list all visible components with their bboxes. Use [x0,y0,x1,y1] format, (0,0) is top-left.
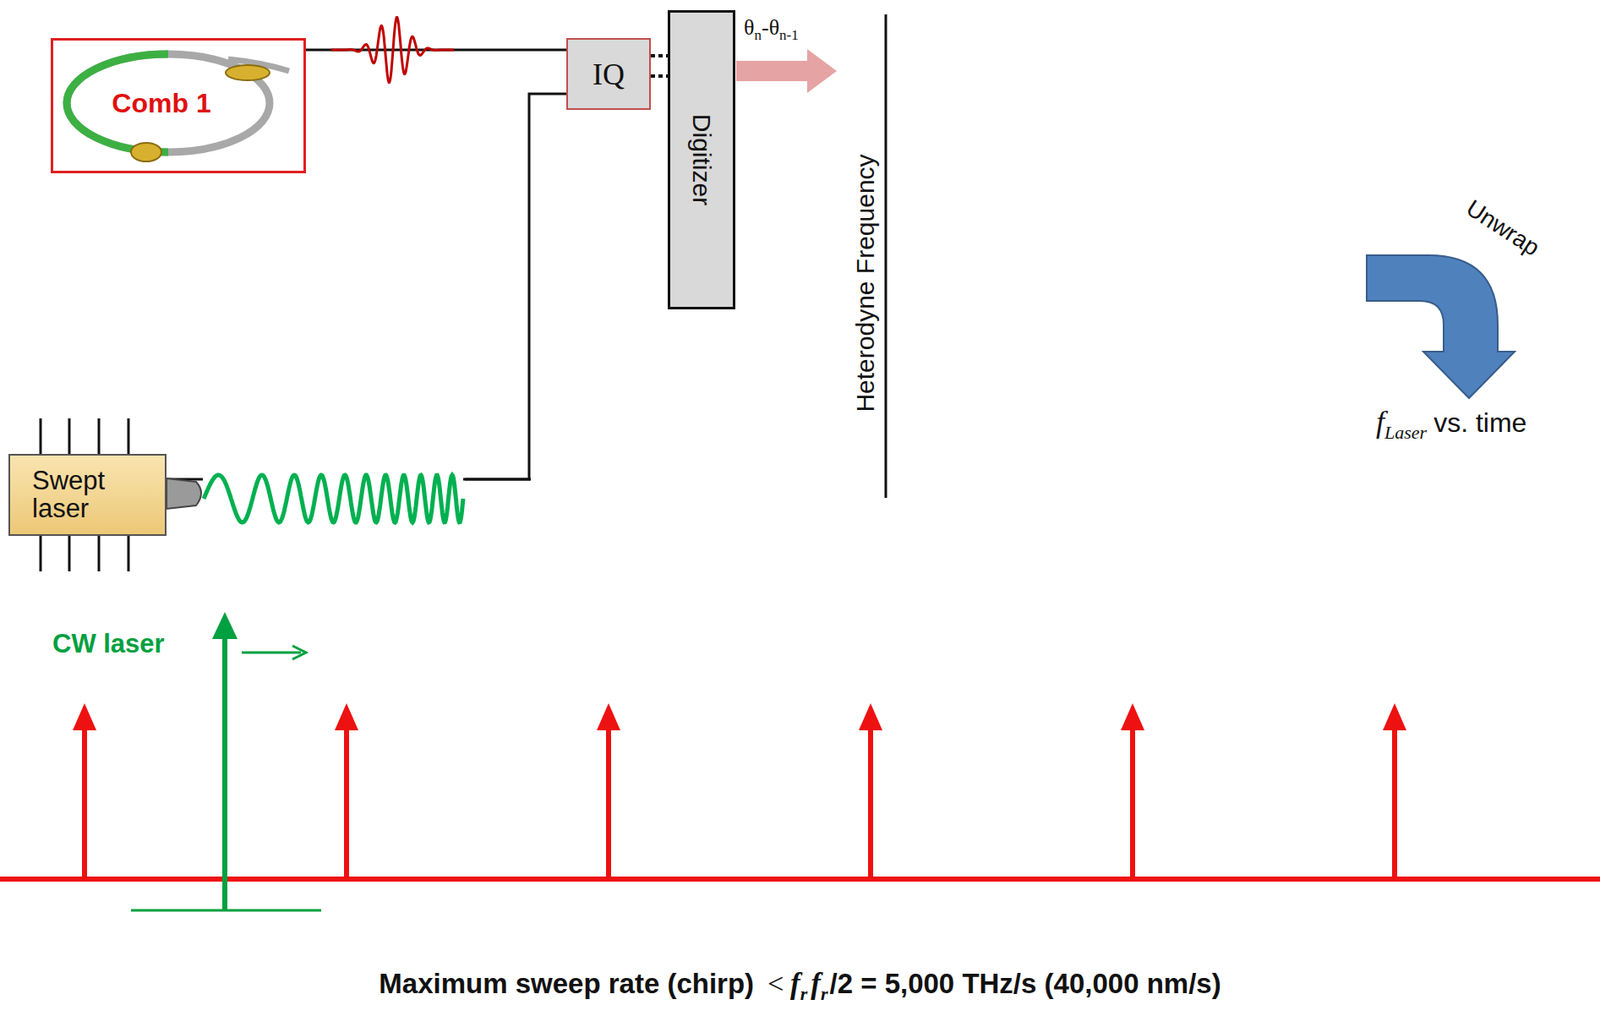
label-text: r [820,982,829,1005]
laser-box: Swept laser [8,453,167,536]
unwrap-arrow [1366,255,1515,399]
chirped-wave [203,475,464,523]
unwrap-label: Unwrap [1461,194,1545,262]
axis-title: Heterodyne Frequency [851,153,880,412]
digitizer-box: Digitizer [667,10,736,310]
label-text: /2 = 5,000 THz/s (40,000 nm/s) [830,967,1222,1000]
node-label: IQ [592,56,625,93]
label-text: θ [743,15,754,41]
label-text: Heterodyne Frequency [851,153,880,412]
isolator [131,142,162,162]
cw-laser-label: CW laser [52,628,165,660]
label-text: -θ [761,15,780,41]
fiber-loop [66,54,290,162]
fiber [66,54,270,153]
label-text: f [790,966,801,1001]
frequency-axis [884,14,888,498]
comb-box: Comb 1 [50,38,306,174]
phase-difference: θn-θn-1 [743,15,799,41]
label-text: Unwrap [1461,194,1545,262]
label-text: n [753,27,762,44]
comb-pulse [331,17,454,83]
comb-spectrum [0,703,1600,880]
node-label: Digitizer [687,114,716,206]
coupler [225,65,270,81]
label-text: Laser [1384,421,1427,444]
label-text: r [800,982,809,1005]
label-text: n-1 [779,27,799,44]
connector [650,54,668,58]
sweep-rate-caption: Maximum sweep rate (chirp)<frfr/2 = 5,00… [0,966,1600,1001]
label-text: CW laser [52,628,165,660]
node-label: Swept laser [32,467,159,523]
label-text: f [810,966,821,1001]
label-text: Maximum sweep rate (chirp) [378,967,754,1000]
label-text: < [765,967,786,1000]
iq-box: IQ [566,38,651,110]
coil-ground [202,463,465,535]
label-text: vs. time [1433,407,1527,439]
node-label: Comb 1 [111,87,211,120]
coil-lead [463,478,531,481]
label-text: f [1376,404,1385,440]
result-label: fLaservs. time [1376,404,1527,440]
connector [650,74,668,78]
output-arrow [736,49,837,93]
connector [166,93,567,480]
laser-lens [166,478,202,509]
